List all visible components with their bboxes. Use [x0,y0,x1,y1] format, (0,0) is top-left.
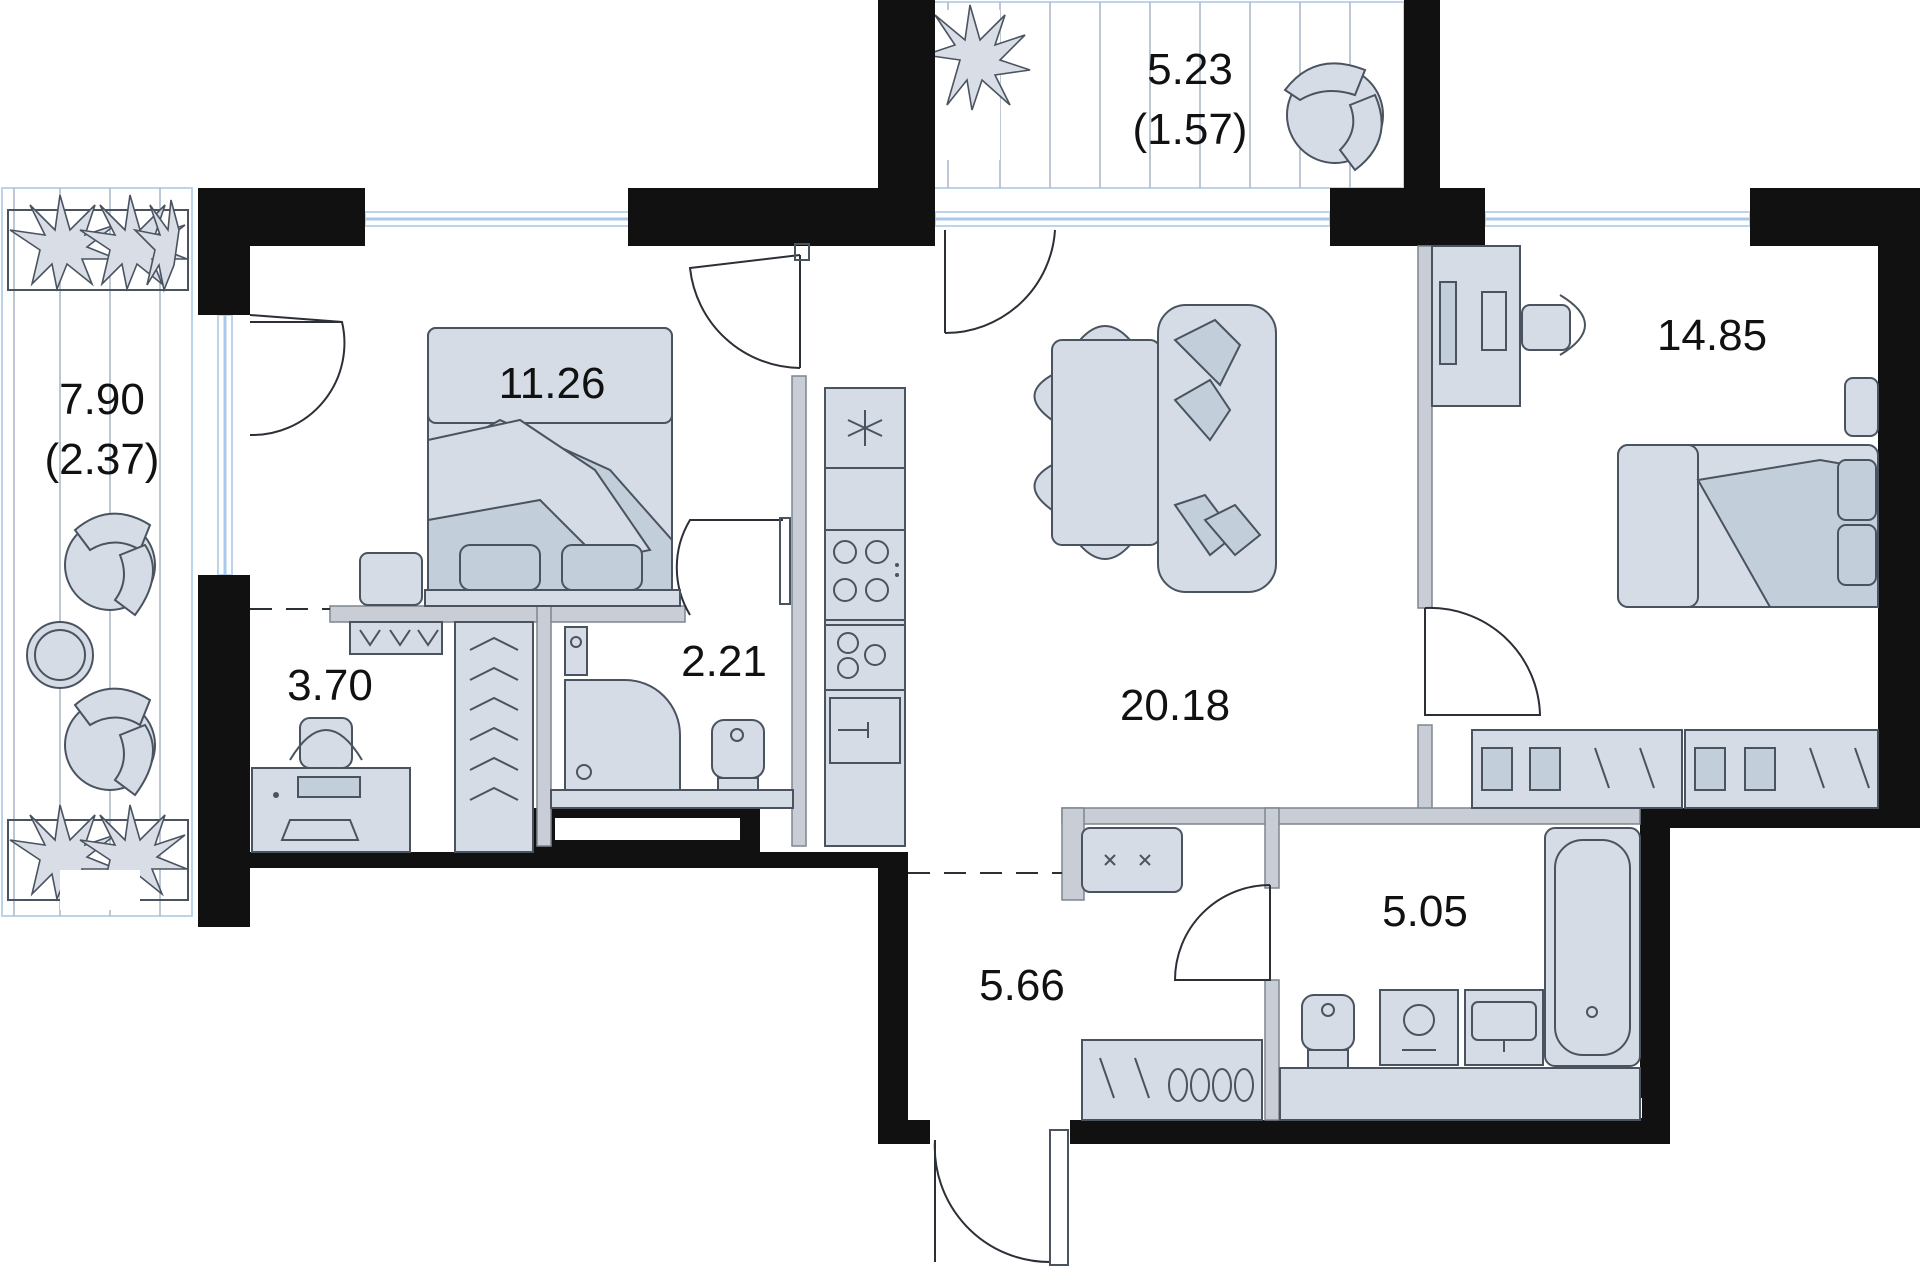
washing-machine-icon [1379,989,1459,1066]
room-area-balcony-left: 7.90 [59,375,145,424]
room-area-bathroom-small: 2.21 [681,637,767,686]
room-area-sub-balcony-left: (2.37) [45,435,160,484]
kitchen-unit-icon [824,387,906,847]
sink-icon [1464,989,1544,1066]
room-area-balcony-top: 5.23 [1147,45,1233,94]
bathtub-icon [1544,827,1641,1067]
left-balcony [1,187,193,917]
partitions [329,245,1641,1121]
shoe-rack-icon [1081,1039,1263,1121]
desk-icon [1431,245,1521,407]
double-bed-icon [1617,377,1879,608]
armchair-icon [64,687,156,797]
room-area-living-kitchen: 20.18 [1120,681,1230,730]
room-area-bedroom-right: 14.85 [1657,311,1767,360]
bench-icon [1081,827,1183,893]
double-bed-icon [424,327,681,607]
wardrobe-icon [1471,729,1879,809]
shower-icon [564,626,681,796]
chair-icon [1521,294,1586,356]
chair-icon [289,717,363,769]
top-balcony [917,1,1405,189]
doors [249,229,1542,1266]
room-area-hallway: 5.66 [979,961,1065,1010]
plant-icon [9,194,188,293]
room-area-sub-balcony-top: (1.57) [1133,105,1248,154]
room-area-study: 3.70 [287,661,373,710]
niche [555,818,740,840]
shoe-rack-icon [349,621,443,655]
armchair-icon [64,512,156,617]
floor-strip [1279,1067,1641,1121]
desk-icon [251,767,411,853]
room-area-bathroom-large: 5.05 [1382,887,1468,936]
dining-table-icon [1033,325,1161,560]
toilet-icon [711,719,765,801]
sofa-icon [1157,304,1277,593]
toilet-icon [1301,994,1355,1069]
room-area-bedroom-left: 11.26 [499,359,606,408]
wardrobe-icon [454,621,534,853]
bedside-table-icon [359,552,423,606]
floor-strip [550,789,794,809]
armchair-icon [1283,62,1384,172]
round-table-icon [26,621,94,689]
